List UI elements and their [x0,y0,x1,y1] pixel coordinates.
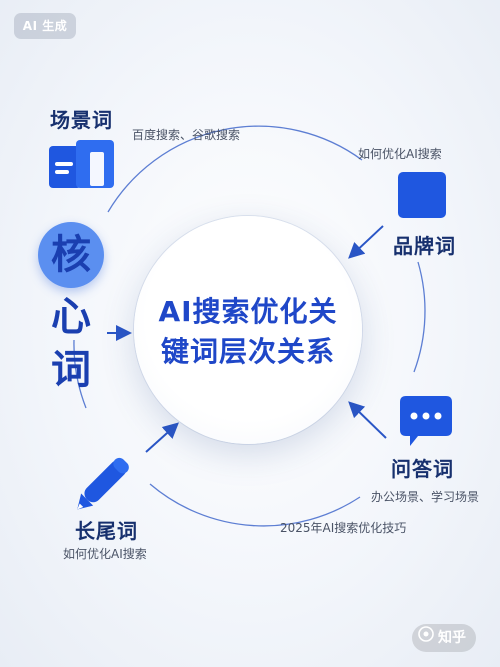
core-keyword: 核 心 词 [38,222,108,402]
bottom-note: 2025年AI搜索优化技巧 [280,521,407,535]
core-highlight-circle [38,222,104,288]
arrow-brand [348,225,384,259]
ai-generated-badge: AI 生成 [14,13,76,39]
brand-keyword-subtitle: 如何优化AI搜索 [358,147,442,161]
square-icon [398,172,446,218]
longtail-keyword-title: 长尾词 [75,519,138,543]
zhihu-watermark: 知乎 [412,624,476,652]
qa-keyword-title: 问答词 [391,457,454,481]
arrow-longtail [145,422,179,453]
core-char-2: 心 [51,294,91,340]
chat-bubble-icon [400,396,452,446]
pen-icon [77,457,129,510]
zhihu-logo-icon [418,624,434,652]
ring-arc-right [413,261,426,373]
center-circle [134,216,362,444]
arrow-qa [348,401,387,439]
brand-keyword-title: 品牌词 [393,234,456,258]
qa-keyword-subtitle: 办公场景、学习场景 [371,490,480,504]
document-icon [49,140,114,188]
ring-arc-bottom [149,483,361,527]
scene-keyword-subtitle: 百度搜索、谷歌搜索 [132,128,241,142]
ring-arc-top [107,125,363,213]
scene-keyword-title: 场景词 [50,108,113,132]
ring-arc-left [73,339,87,409]
longtail-keyword-subtitle: 如何优化AI搜索 [63,547,147,561]
center-title-line1: AI搜索优化关 [158,295,338,328]
center-title: AI搜索优化关 键词层次关系 [134,292,362,372]
core-char-1: 核 [51,232,91,278]
watermark-text: 知乎 [438,630,466,646]
core-char-3: 词 [51,347,91,393]
center-title-line2: 键词层次关系 [160,335,335,368]
